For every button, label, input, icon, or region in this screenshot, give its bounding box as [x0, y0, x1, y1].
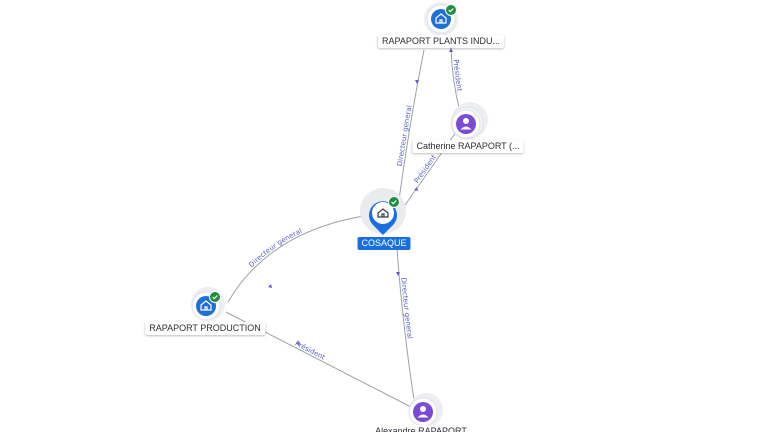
edge-label: Directeur general [396, 105, 414, 167]
node-rapaport-production[interactable] [191, 287, 225, 321]
edge-cosaque-alexandre: Directeur general [396, 247, 415, 401]
verified-check-icon [445, 4, 457, 16]
node-alexandre[interactable] [408, 393, 443, 427]
node-label-alexandre[interactable]: Alexandre RAPAPORT [371, 425, 471, 432]
edge-label: Directeur general [399, 277, 413, 339]
arrow-icon [296, 342, 300, 346]
building-icon [200, 300, 212, 311]
building-icon [435, 13, 447, 24]
node-label-rapaport-production[interactable]: RAPAPORT PRODUCTION [145, 322, 265, 335]
node-catherine[interactable] [450, 102, 488, 140]
node-cosaque[interactable] [360, 188, 406, 235]
edge-production-cosaque: Directeur general [227, 214, 371, 303]
edge-plants-catherine: Président [449, 47, 464, 113]
node-label-rapaport-plants[interactable]: RAPAPORT PLANTS INDU... [377, 35, 505, 48]
node-rapaport-plants[interactable] [424, 2, 458, 36]
person-icon [417, 406, 429, 418]
edge-label: Président [413, 153, 438, 185]
edge-label: Président [452, 59, 464, 92]
building-icon [377, 208, 389, 218]
person-icon [460, 118, 472, 130]
arrow-icon [415, 80, 419, 84]
arrow-icon [396, 272, 400, 276]
verified-check-icon [388, 196, 400, 208]
edge-label: Directeur general [247, 227, 303, 269]
arrow-icon [414, 187, 418, 191]
node-label-catherine[interactable]: Catherine RAPAPORT (... [412, 140, 524, 153]
arrow-icon [449, 48, 453, 52]
arrow-icon [268, 284, 272, 288]
node-label-cosaque[interactable]: COSAQUE [357, 237, 411, 250]
verified-check-icon [209, 291, 221, 303]
